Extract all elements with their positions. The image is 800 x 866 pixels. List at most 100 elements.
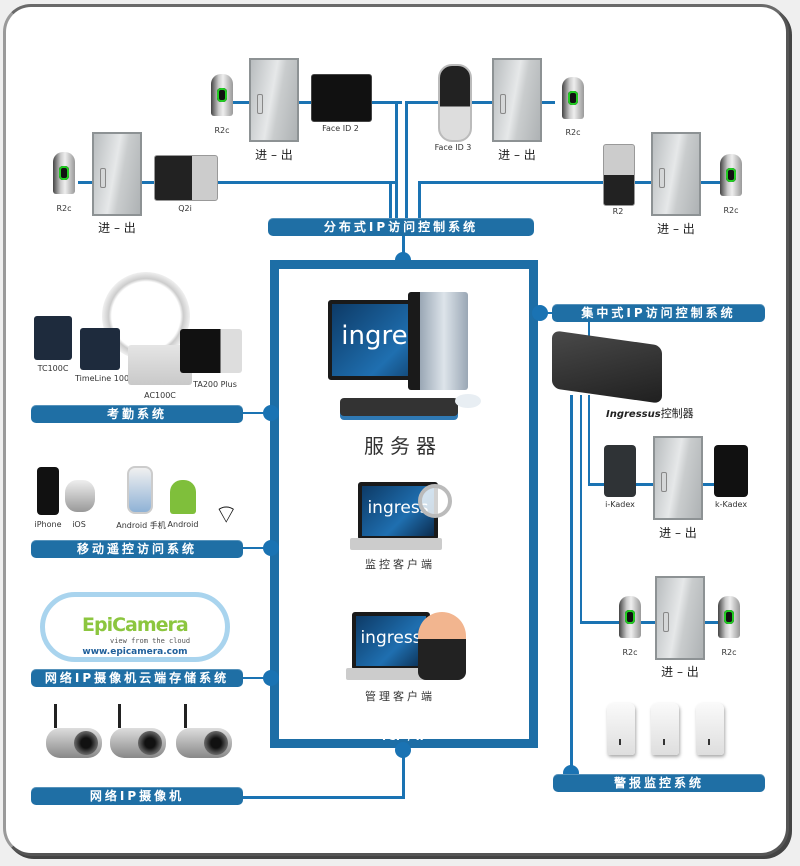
device-label: Android 手机 (116, 521, 166, 530)
distributed-access-title: 分布式IP访问控制系统 (268, 218, 534, 236)
admin-person-icon (418, 612, 466, 680)
door-icon (655, 576, 705, 660)
door-icon (92, 132, 142, 216)
device-label: iPhone (34, 520, 62, 529)
iphone-icon (37, 467, 59, 515)
device-label: Face ID 2 (322, 124, 359, 133)
connector (580, 395, 582, 623)
connector (405, 101, 555, 104)
r2c-reader-icon (718, 596, 740, 638)
controller-brand: Ingressus (606, 409, 661, 420)
connector (418, 181, 738, 184)
connector (402, 748, 405, 798)
connector (402, 236, 405, 262)
device-label: TC100C (37, 364, 69, 373)
alarm-monitor-title: 警报监控系统 (553, 774, 765, 792)
motion-sensor-icon (696, 703, 724, 755)
ip-camera-icon (176, 704, 232, 758)
ip-camera-icon (110, 704, 166, 758)
device-label: R2c (565, 128, 581, 137)
apple-logo-icon (65, 480, 95, 512)
server-tower-icon (408, 292, 468, 390)
door-icon (651, 132, 701, 216)
junction-dot (263, 670, 279, 686)
android-phone-icon (127, 466, 153, 514)
ip-camera-title: 网络IP摄像机 (31, 787, 243, 805)
r2c-reader-icon (562, 77, 584, 119)
door-icon (653, 436, 703, 520)
device-label: R2c (214, 126, 230, 135)
door-label: 进 – 出 (498, 148, 536, 162)
controller-label: Ingressus控制器 (606, 405, 694, 421)
door-icon (249, 58, 299, 142)
cloud-url[interactable]: www.epicamera.com (82, 647, 188, 657)
connector (78, 181, 398, 184)
connector (588, 322, 590, 342)
epicamera-logo: EpiCamera (82, 614, 189, 636)
face-id-2-icon (311, 74, 372, 122)
attendance-title: 考勤系统 (31, 405, 243, 423)
device-label: iOS (72, 520, 86, 529)
door-label: 进 – 出 (98, 221, 136, 235)
door-label: 进 – 出 (657, 222, 695, 236)
server-label: 服务器 (364, 434, 442, 458)
r2c-reader-icon (211, 74, 233, 116)
r2c-reader-icon (53, 152, 75, 194)
ingress-brand: ingress (360, 628, 422, 648)
device-label: R2 (612, 207, 624, 216)
tcp-ip-label: TCP / IP (380, 730, 428, 743)
device-label: Q2i (178, 204, 192, 213)
door-label: 进 – 出 (659, 526, 697, 540)
connector (570, 395, 573, 773)
motion-sensor-icon (607, 703, 635, 755)
magnifier-icon (418, 484, 452, 518)
laptop-base-icon (346, 668, 428, 680)
connector (405, 101, 408, 221)
motion-sensor-icon (651, 703, 679, 755)
timeline-100-icon (80, 328, 120, 370)
admin-client-label: 管理客户端 (365, 690, 435, 703)
connector (418, 181, 421, 221)
device-label: TimeLine 100 (74, 374, 130, 383)
ta200-plus-icon (180, 329, 242, 373)
device-label: R2c (622, 648, 638, 657)
device-label: Face ID 3 (434, 143, 472, 152)
wifi-icon: ⌔ (214, 500, 239, 530)
cloud-tagline: view from the cloud (110, 637, 191, 645)
door-label: 进 – 出 (661, 665, 699, 679)
monitor-client-label: 监控客户端 (365, 558, 435, 571)
device-label: R2c (723, 206, 739, 215)
keyboard-icon (340, 398, 458, 416)
cloud-icon (40, 592, 230, 662)
controller-suffix: 控制器 (660, 407, 694, 420)
tc100c-icon (34, 316, 72, 360)
mobile-access-title: 移动遥控访问系统 (31, 540, 243, 558)
mouse-icon (455, 394, 481, 408)
device-label: i-Kadex (605, 500, 635, 509)
face-id-3-icon (438, 64, 472, 142)
device-label: R2c (721, 648, 737, 657)
ip-camera-icon (46, 704, 102, 758)
junction-dot (263, 540, 279, 556)
device-label: TA200 Plus (193, 380, 237, 389)
device-label: AC100C (144, 391, 176, 400)
device-label: k-Kadex (714, 500, 748, 509)
junction-dot (263, 405, 279, 421)
android-logo-icon (170, 480, 196, 514)
door-icon (492, 58, 542, 142)
i-kadex-reader-icon (604, 445, 636, 497)
r2c-reader-icon (619, 596, 641, 638)
r2c-reader-icon (720, 154, 742, 196)
r2-reader-icon (603, 144, 635, 206)
laptop-base-icon (350, 538, 442, 550)
device-label: R2c (56, 204, 72, 213)
ingress-brand: ingress (367, 498, 429, 518)
centralized-access-title: 集中式IP访问控制系统 (552, 304, 765, 322)
door-label: 进 – 出 (255, 148, 293, 162)
connector (395, 101, 398, 221)
cloud-storage-title: 网络IP摄像机云端存储系统 (31, 669, 243, 687)
q2i-icon (154, 155, 218, 201)
k-kadex-keypad-icon (714, 445, 748, 497)
connector (588, 395, 590, 485)
connector (389, 181, 392, 221)
